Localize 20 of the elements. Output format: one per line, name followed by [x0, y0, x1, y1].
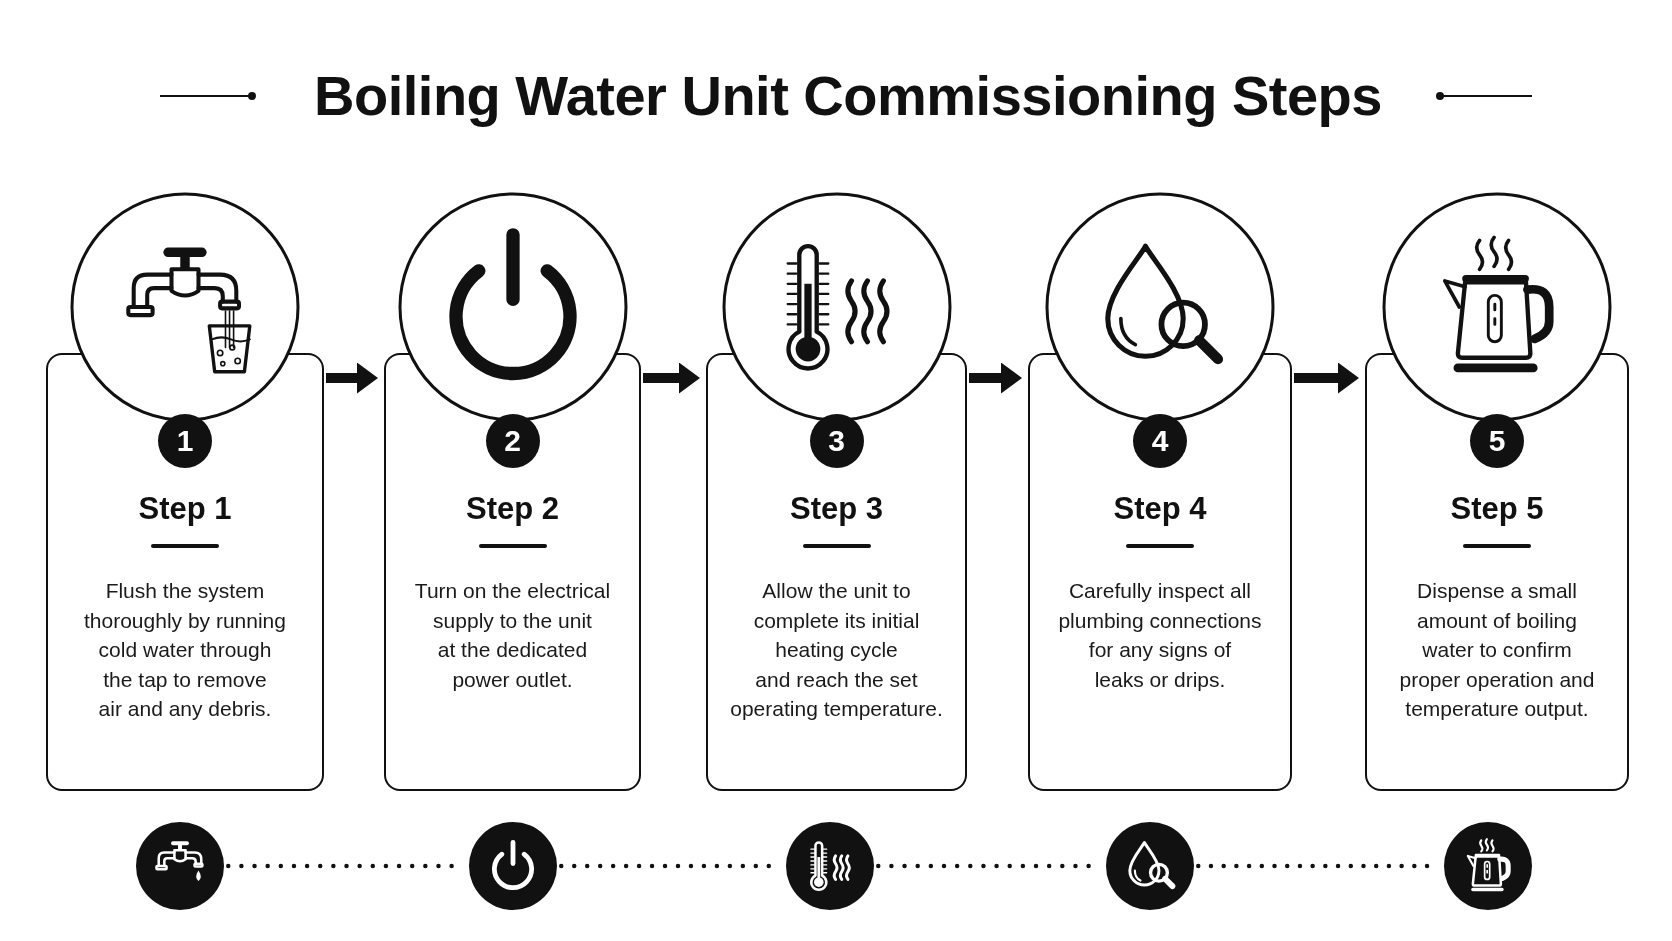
step-description: Flush the system thoroughly by running cold water through the tap to remove air and any debris.: [83, 578, 287, 722]
step-description: Carefully inspect all plumbing connections for any signs of leaks or drips.: [1057, 578, 1263, 693]
step-number-badge: 1: [158, 414, 212, 468]
step-number-badge: 3: [809, 414, 864, 468]
arrow: [969, 362, 1022, 394]
step-description: Turn on the electrical supply to the unit at the dedicated power outlet.: [413, 578, 612, 693]
step-heading: Step 2: [466, 491, 559, 527]
step-number-badge: 2: [485, 414, 540, 468]
arrow: [1294, 362, 1359, 394]
arrow: [643, 362, 700, 394]
arrow: [326, 362, 378, 394]
title: Boiling Water Unit Commissioning Steps: [314, 63, 1382, 129]
step-number-badge: 5: [1470, 414, 1524, 468]
step-number-badge: 4: [1133, 414, 1187, 468]
step-heading: Step 3: [790, 491, 883, 527]
step-description: Allow the unit to complete its initial heating cycle and reach the set operating temperature.: [729, 578, 944, 722]
step-heading: Step 4: [1113, 491, 1207, 527]
step-heading: Step 1: [138, 491, 232, 527]
step-description: Dispense a small amount of boiling water to confirm proper operation and temperature output.: [1398, 578, 1596, 722]
step-heading: Step 5: [1450, 491, 1544, 527]
